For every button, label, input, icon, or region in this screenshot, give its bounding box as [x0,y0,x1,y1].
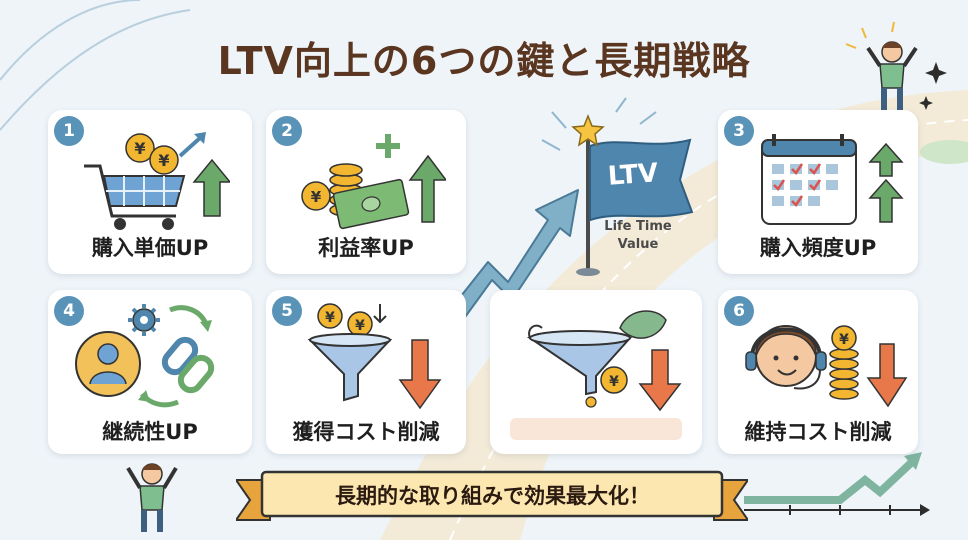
card-purchase-frequency: 3 購入頻度UP [718,110,918,274]
card-number-badge: 5 [272,296,302,326]
card-number-badge: 6 [724,296,754,326]
calendar-icon [761,134,904,225]
funnel-icon: ¥ [526,310,682,412]
svg-text:¥: ¥ [355,318,365,334]
cart-icon: ¥ ¥ [84,132,230,230]
flag-subtitle-line2: Value [617,237,659,252]
card-funnel-illustration: ¥ [490,290,702,454]
label-placeholder-blur [510,418,682,440]
card-number-badge: 4 [54,296,84,326]
card-label: 購入単価UP [91,236,209,260]
card-label: 利益率UP [318,236,414,260]
flag-subtitle: Life Time Value [598,218,678,254]
card-number-badge: 1 [54,116,84,146]
cash-icon: ¥ [301,134,446,230]
headset-person-icon: ¥ [745,325,908,408]
card-number-badge: 2 [272,116,302,146]
svg-text:¥: ¥ [158,151,169,170]
card-purchase-price: 1 ¥ ¥ 購入単価UP [48,110,252,274]
growth-line-chart [744,452,930,516]
card-acquisition-cost: 5 ¥ ¥ 獲得コスト削減 [266,290,466,454]
svg-text:¥: ¥ [134,139,145,158]
banner-ribbon [236,470,748,521]
flag-subtitle-line1: Life Time [604,219,672,234]
sparkle-icon [919,62,947,110]
svg-text:¥: ¥ [839,332,849,348]
card-label: 購入頻度UP [759,236,877,260]
svg-text:¥: ¥ [311,188,322,206]
person-cheering-icon [126,463,178,532]
card-label: 獲得コスト削減 [292,420,440,444]
gear-icon [128,304,160,336]
person-cheering-icon [866,41,918,110]
flag-title: LTV [606,158,660,192]
svg-text:¥: ¥ [325,310,335,326]
card-label: 継続性UP [102,420,198,444]
card-label: 維持コスト削減 [744,420,892,444]
svg-text:¥: ¥ [609,374,619,390]
card-maintenance-cost: 6 ¥ 維持コスト削減 [718,290,918,454]
chain-icon [75,304,215,408]
background-swirl [0,0,191,131]
card-retention: 4 継続性UP [48,290,252,454]
flag-icon [576,138,694,276]
page-title: LTV向上の6つの鍵と長期戦略 [217,39,751,83]
star-icon [571,113,605,147]
card-profit-margin: 2 ¥ 利益率UP [266,110,466,274]
banner-text: 長期的な取り組みで効果最大化！ [335,484,650,508]
funnel-icon: ¥ ¥ [307,303,442,410]
big-growth-arrow [437,189,579,336]
card-number-badge: 3 [724,116,754,146]
